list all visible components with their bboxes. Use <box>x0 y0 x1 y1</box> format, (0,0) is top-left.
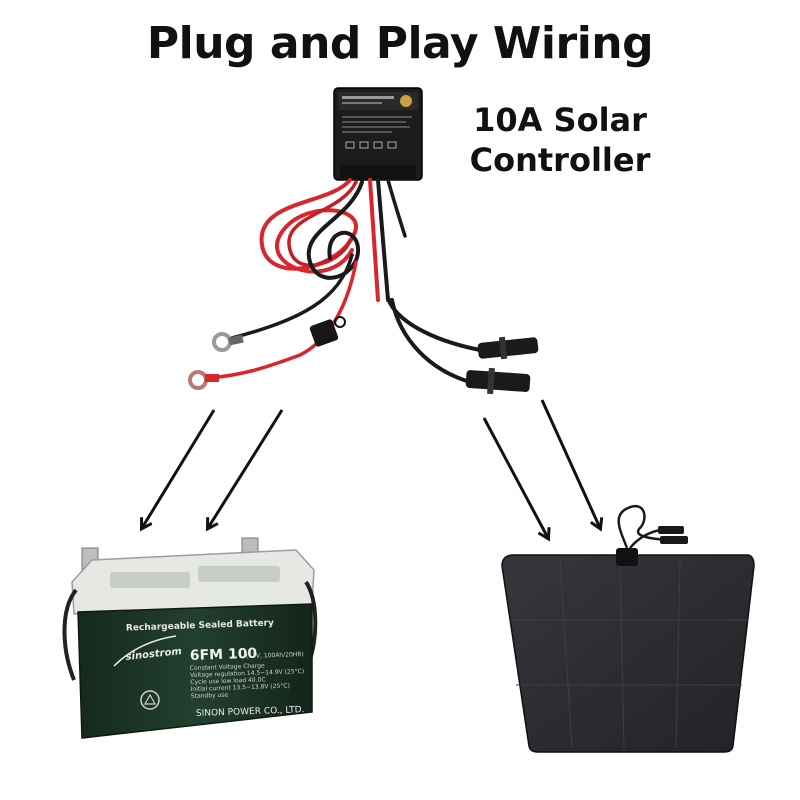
arrows <box>142 399 600 538</box>
solar-controller <box>333 87 423 181</box>
mc4-connector-lower <box>465 367 531 395</box>
battery-maker: SINON POWER CO., LTD. <box>196 705 305 719</box>
battery-specs: Constant Voltage Charge Voltage regulati… <box>190 662 304 700</box>
wire-bundle <box>208 178 482 384</box>
controller-icons <box>345 141 397 149</box>
battery-spec-line: Standby use <box>191 692 229 700</box>
arrow-to-panel-right <box>540 399 600 528</box>
inline-fuse <box>309 316 346 347</box>
battery-spec-line: Constant Voltage Charge <box>190 662 265 672</box>
battery-spec-line: Initial current 13.5~13.8V (25°C) <box>190 683 290 693</box>
battery-model-spec: (12V, 100Ah/20HR) <box>246 651 304 660</box>
controller-label: 10A Solar Controller <box>440 100 680 180</box>
recycle-icon <box>140 690 160 710</box>
battery: Rechargeable Sealed Battery sinostrom 6F… <box>62 537 318 739</box>
arrow-to-panel-left <box>482 417 548 538</box>
battery-spec-line: Cycle use low load 40.0C <box>190 676 265 686</box>
controller-label-line1: 10A Solar <box>473 101 647 139</box>
solar-panel <box>501 504 755 753</box>
arrow-to-battery-left <box>142 409 216 528</box>
mc4-connector-upper <box>477 336 539 360</box>
arrow-to-battery-right <box>208 409 284 528</box>
battery-spec-line: Voltage regulation 14.5~14.9V (25°C) <box>190 668 304 679</box>
battery-model: 6FM 100 <box>190 646 258 664</box>
ring-terminal-red <box>188 370 219 390</box>
diagram-title: Plug and Play Wiring <box>146 18 654 69</box>
ring-terminal-black <box>212 332 244 352</box>
controller-label-line2: Controller <box>469 141 651 179</box>
